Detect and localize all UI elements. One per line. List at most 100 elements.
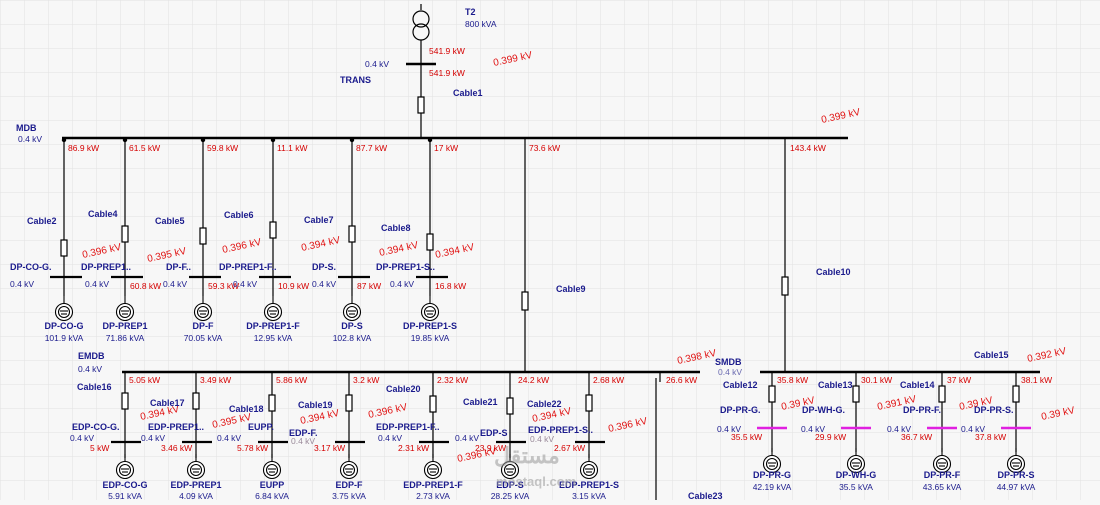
emdb-feeder-1-load-power: 3.46 kW [161,443,192,453]
smdb-feeder-3-load-icon[interactable] [1006,448,1026,474]
emdb-feeder-6-cable[interactable] [575,372,605,458]
mdb-feeder-4-power: 87.7 kW [356,143,387,153]
transformer-power-bottom: 541.9 kW [429,68,465,78]
smdb-feeder-2-load-icon[interactable] [932,448,952,474]
mdb-feeder-1-bus-voltage: 0.4 kV [85,279,109,289]
emdb-feeder-2-cable[interactable] [258,372,288,458]
smdb-feeder-0-load-power: 35.5 kW [731,432,762,442]
smdb-feeder-0-load-name: DP-PR-G [753,470,791,480]
emdb-feeder-3-load-icon[interactable] [339,454,359,480]
emdb-feeder-1-cable[interactable] [182,372,212,458]
mdb-voltage: 0.4 kV [18,134,42,144]
emdb-feeder-2-bus-name: EUPP. [248,422,274,432]
smdb-feeder-1-cable[interactable] [841,372,871,452]
mdb-feeder-1-cable[interactable] [111,137,143,296]
smdb-feeder-0-load-kva: 42.19 kVA [753,482,792,492]
emdb-feeder-6-power: 2.68 kW [593,375,624,385]
emdb-feeder-6-sub-voltage: 0.4 kV [530,434,554,444]
smdb-feeder-0-bus-voltage: 0.4 kV [717,424,741,434]
emdb-feeder-6-bus-name: EDP-PREP1-S.. [528,425,593,435]
smdb-voltage: 0.4 kV [718,367,742,377]
emdb-feeder-2-bus-voltage: 0.4 kV [217,433,241,443]
emdb-feeder-4-cable-label: Cable20 [386,384,421,394]
emdb-feeder-5-load-icon[interactable] [500,454,520,480]
mdb-name: MDB [16,123,37,133]
mdb-feeder-5-load-icon[interactable] [420,296,440,322]
cable9-label: Cable9 [556,284,586,294]
mdb-feeder-2-cable[interactable] [189,137,221,296]
emdb-feeder-6-load-kva: 3.15 kVA [572,491,606,500]
smdb-feeder-2-bus-name: DP-PR-F. [903,405,941,415]
transformer-t2[interactable] [406,4,436,138]
emdb-feeder-0-cable-label: Cable16 [77,382,112,392]
smdb-feeder-3-bus-name: DP-PR-S. [974,405,1014,415]
emdb-feeder-3-cable[interactable] [335,372,365,458]
emdb-feeder-1-load-icon[interactable] [186,454,206,480]
smdb-feeder-0-load-icon[interactable] [762,448,782,474]
emdb-feeder-4-cable[interactable] [419,372,449,458]
mdb-feeder-5-load-name: DP-PREP1-S [403,321,457,331]
emdb-feeder-0-cable[interactable] [111,372,141,458]
mdb-feeder-4-cable[interactable] [338,137,370,296]
mdb-feeder-1-load-icon[interactable] [115,296,135,322]
cable9-branch[interactable] [521,138,529,372]
emdb-voltage: 0.4 kV [78,364,102,374]
emdb-feeder-1-cable-label: Cable17 [150,398,185,408]
emdb-feeder-0-load-kva: 5.91 kVA [108,491,142,500]
smdb-feeder-0-bus-name: DP-PR-G. [720,405,761,415]
cable23-label: Cable23 [688,491,723,500]
emdb-feeder-6-load-icon[interactable] [579,454,599,480]
emdb-name: EMDB [78,351,105,361]
mdb-feeder-3-bus-name: DP-PREP1-F.. [219,262,277,272]
mdb-feeder-1-load-power: 60.8 kW [130,281,161,291]
mdb-feeder-3-load-icon[interactable] [263,296,283,322]
emdb-feeder-0-bus-name: EDP-CO-G. [72,422,120,432]
emdb-feeder-2-load-icon[interactable] [262,454,282,480]
emdb-feeder-4-bus-name: EDP-PREP1-F.. [376,422,440,432]
cable10-power: 143.4 kW [790,143,826,153]
emdb-feeder-4-bus-voltage: 0.4 kV [378,433,402,443]
transformer-rating: 800 kVA [465,19,497,29]
emdb-feeder-0-bus-voltage: 0.4 kV [70,433,94,443]
mdb-feeder-3-cable[interactable] [259,137,291,296]
mdb-feeder-1-load-name: DP-PREP1 [102,321,147,331]
smdb-feeder-1-power: 30.1 kW [861,375,892,385]
emdb-feeder-5-bus-name: EDP-S [480,428,508,438]
emdb-feeder-0-load-power: 5 kW [90,443,109,453]
cable10-branch[interactable] [781,138,789,372]
emdb-feeder-6-load-name: EDP-PREP1-S [559,480,619,490]
mdb-feeder-4-load-icon[interactable] [342,296,362,322]
mdb-feeder-5-cable[interactable] [416,137,448,296]
mdb-feeder-0-load-icon[interactable] [54,296,74,322]
emdb-feeder-0-load-icon[interactable] [115,454,135,480]
smdb-feeder-2-load-kva: 43.65 kVA [923,482,962,492]
mdb-feeder-0-cable[interactable] [50,137,82,296]
emdb-feeder-4-load-kva: 2.73 kVA [416,491,450,500]
smdb-feeder-2-cable[interactable] [927,372,957,452]
emdb-feeder-5-cable[interactable] [496,372,526,458]
smdb-feeder-1-bus-voltage: 0.4 kV [801,424,825,434]
mdb-feeder-2-load-icon[interactable] [193,296,213,322]
smdb-feeder-3-cable[interactable] [1001,372,1031,452]
smdb-feeder-3-load-power: 37.8 kW [975,432,1006,442]
emdb-feeder-2-cable-label: Cable18 [229,404,264,414]
emdb-feeder-3-bus-name: EDP-F. [289,428,318,438]
mdb-feeder-5-load-power: 16.8 kW [435,281,466,291]
mdb-feeder-5-bus-voltage: 0.4 kV [390,279,414,289]
smdb-feeder-0-cable[interactable] [757,372,787,452]
smdb-feeder-1-load-icon[interactable] [846,448,866,474]
emdb-feeder-4-load-icon[interactable] [423,454,443,480]
emdb-feeder-3-load-kva: 3.75 kVA [332,491,366,500]
smdb-feeder-3-load-name: DP-PR-S [997,470,1034,480]
emdb-right-power: 26.6 kW [666,375,697,385]
smdb-feeder-2-bus-voltage: 0.4 kV [887,424,911,434]
